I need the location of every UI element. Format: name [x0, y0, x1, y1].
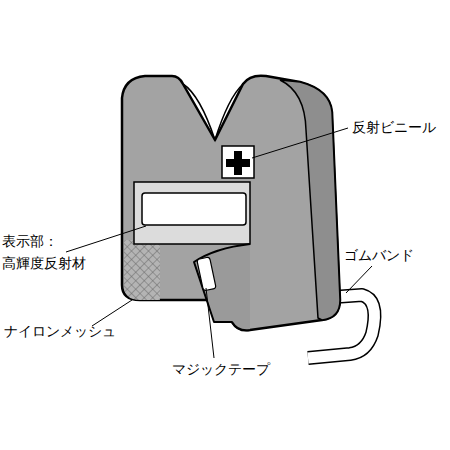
- part-label: 表示部： 高輝度反射材: [2, 230, 92, 274]
- neck-edge: [183, 84, 243, 140]
- display-panel: [134, 182, 250, 244]
- part-label: 反射ビニール: [352, 116, 446, 138]
- part-label: ゴムバンド: [344, 244, 444, 266]
- nylon-mesh: [124, 240, 160, 300]
- display-window: [142, 193, 246, 225]
- reflective-vinyl: [222, 146, 254, 178]
- vest-side: [280, 80, 340, 320]
- magic-tape: [197, 257, 216, 291]
- part-label: ナイロンメッシュ: [4, 320, 134, 342]
- vest-body: [122, 76, 340, 331]
- part-label: マジックテープ: [172, 358, 292, 380]
- cross-symbol: [226, 151, 250, 175]
- front-fold: [194, 244, 250, 330]
